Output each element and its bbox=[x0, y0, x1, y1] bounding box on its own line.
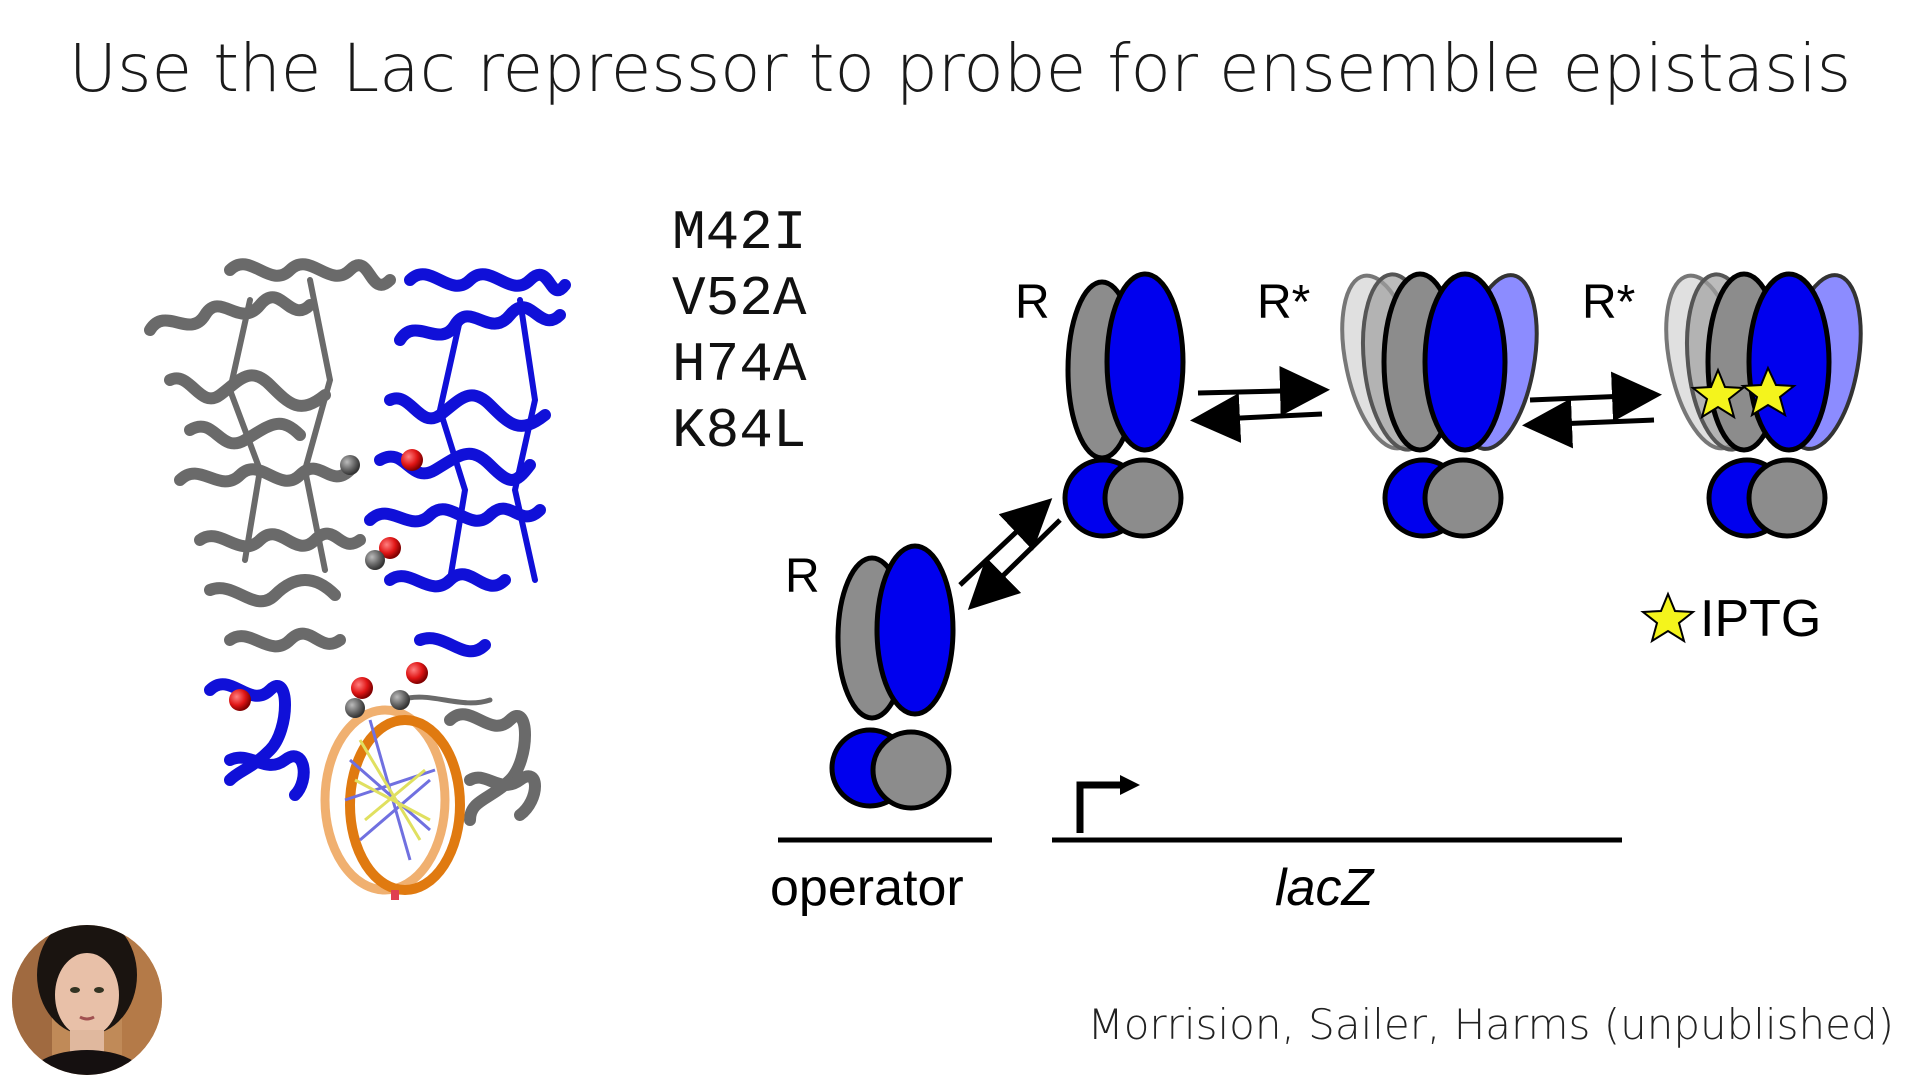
blue-subunit-ribbon bbox=[204, 268, 571, 801]
mutation-item: V52A bbox=[672, 267, 807, 331]
gray-subunit-ribbon bbox=[144, 258, 541, 826]
operator-label: operator bbox=[770, 859, 964, 917]
legend-label: IPTG bbox=[1700, 590, 1821, 648]
slide-title: Use the Lac repressor to probe for ensem… bbox=[68, 30, 1852, 107]
state-label-allosteric: R* bbox=[1257, 276, 1310, 329]
iptg-star bbox=[1690, 367, 1746, 420]
mutation-sphere-gray bbox=[365, 550, 385, 570]
gray-headpiece bbox=[1746, 457, 1828, 539]
mutation-sphere-gray bbox=[345, 698, 365, 718]
ligand-arrow-forward bbox=[1529, 371, 1662, 422]
gray-headpiece bbox=[1422, 457, 1504, 539]
blue-subunit bbox=[1104, 271, 1186, 453]
iptg-star bbox=[1740, 365, 1797, 418]
presenter-avatar bbox=[12, 925, 162, 1075]
blue-subunit bbox=[874, 543, 956, 717]
legend-star-icon bbox=[1640, 591, 1696, 644]
repressor-allosteric-state bbox=[1340, 271, 1539, 539]
mutation-sphere bbox=[379, 537, 401, 559]
mutation-list: M42I V52A H74A K84L bbox=[672, 200, 806, 464]
state-label-bound: R bbox=[785, 550, 820, 603]
mutation-item: M42I bbox=[672, 201, 807, 265]
citation-credit: Morrision, Sailer, Harms (unpublished) bbox=[1087, 1000, 1894, 1049]
mutation-sphere bbox=[351, 677, 373, 699]
mutation-sphere bbox=[406, 662, 428, 684]
lacz-label: lacZ bbox=[1275, 859, 1375, 917]
mutation-item: H74A bbox=[672, 333, 807, 397]
mutation-sphere-gray bbox=[340, 455, 360, 475]
equilibrium-arrow-forward bbox=[1197, 365, 1330, 416]
ligand-arrow-back bbox=[1522, 398, 1655, 449]
equilibrium-arrow-back bbox=[1190, 393, 1323, 444]
blue-subunit bbox=[1422, 271, 1508, 453]
gray-headpiece bbox=[870, 729, 952, 811]
gray-headpiece bbox=[1102, 457, 1184, 539]
repressor-free-state bbox=[1062, 271, 1186, 539]
promoter-arrow bbox=[1076, 781, 1128, 833]
lac-repressor-structure bbox=[144, 258, 571, 900]
blue-subunit bbox=[1746, 271, 1832, 453]
mutation-sphere bbox=[229, 689, 251, 711]
binding-arrow-down bbox=[967, 518, 1062, 610]
dna-ribbon bbox=[320, 705, 465, 900]
state-label-induced: R* bbox=[1582, 276, 1635, 329]
mutation-item: K84L bbox=[672, 399, 807, 463]
mutation-sphere bbox=[401, 449, 423, 471]
state-label-free: R bbox=[1015, 276, 1050, 329]
repressor-induced-state bbox=[1664, 271, 1863, 539]
repressor-bound-state bbox=[829, 543, 956, 811]
mutation-sphere-gray bbox=[390, 690, 410, 710]
